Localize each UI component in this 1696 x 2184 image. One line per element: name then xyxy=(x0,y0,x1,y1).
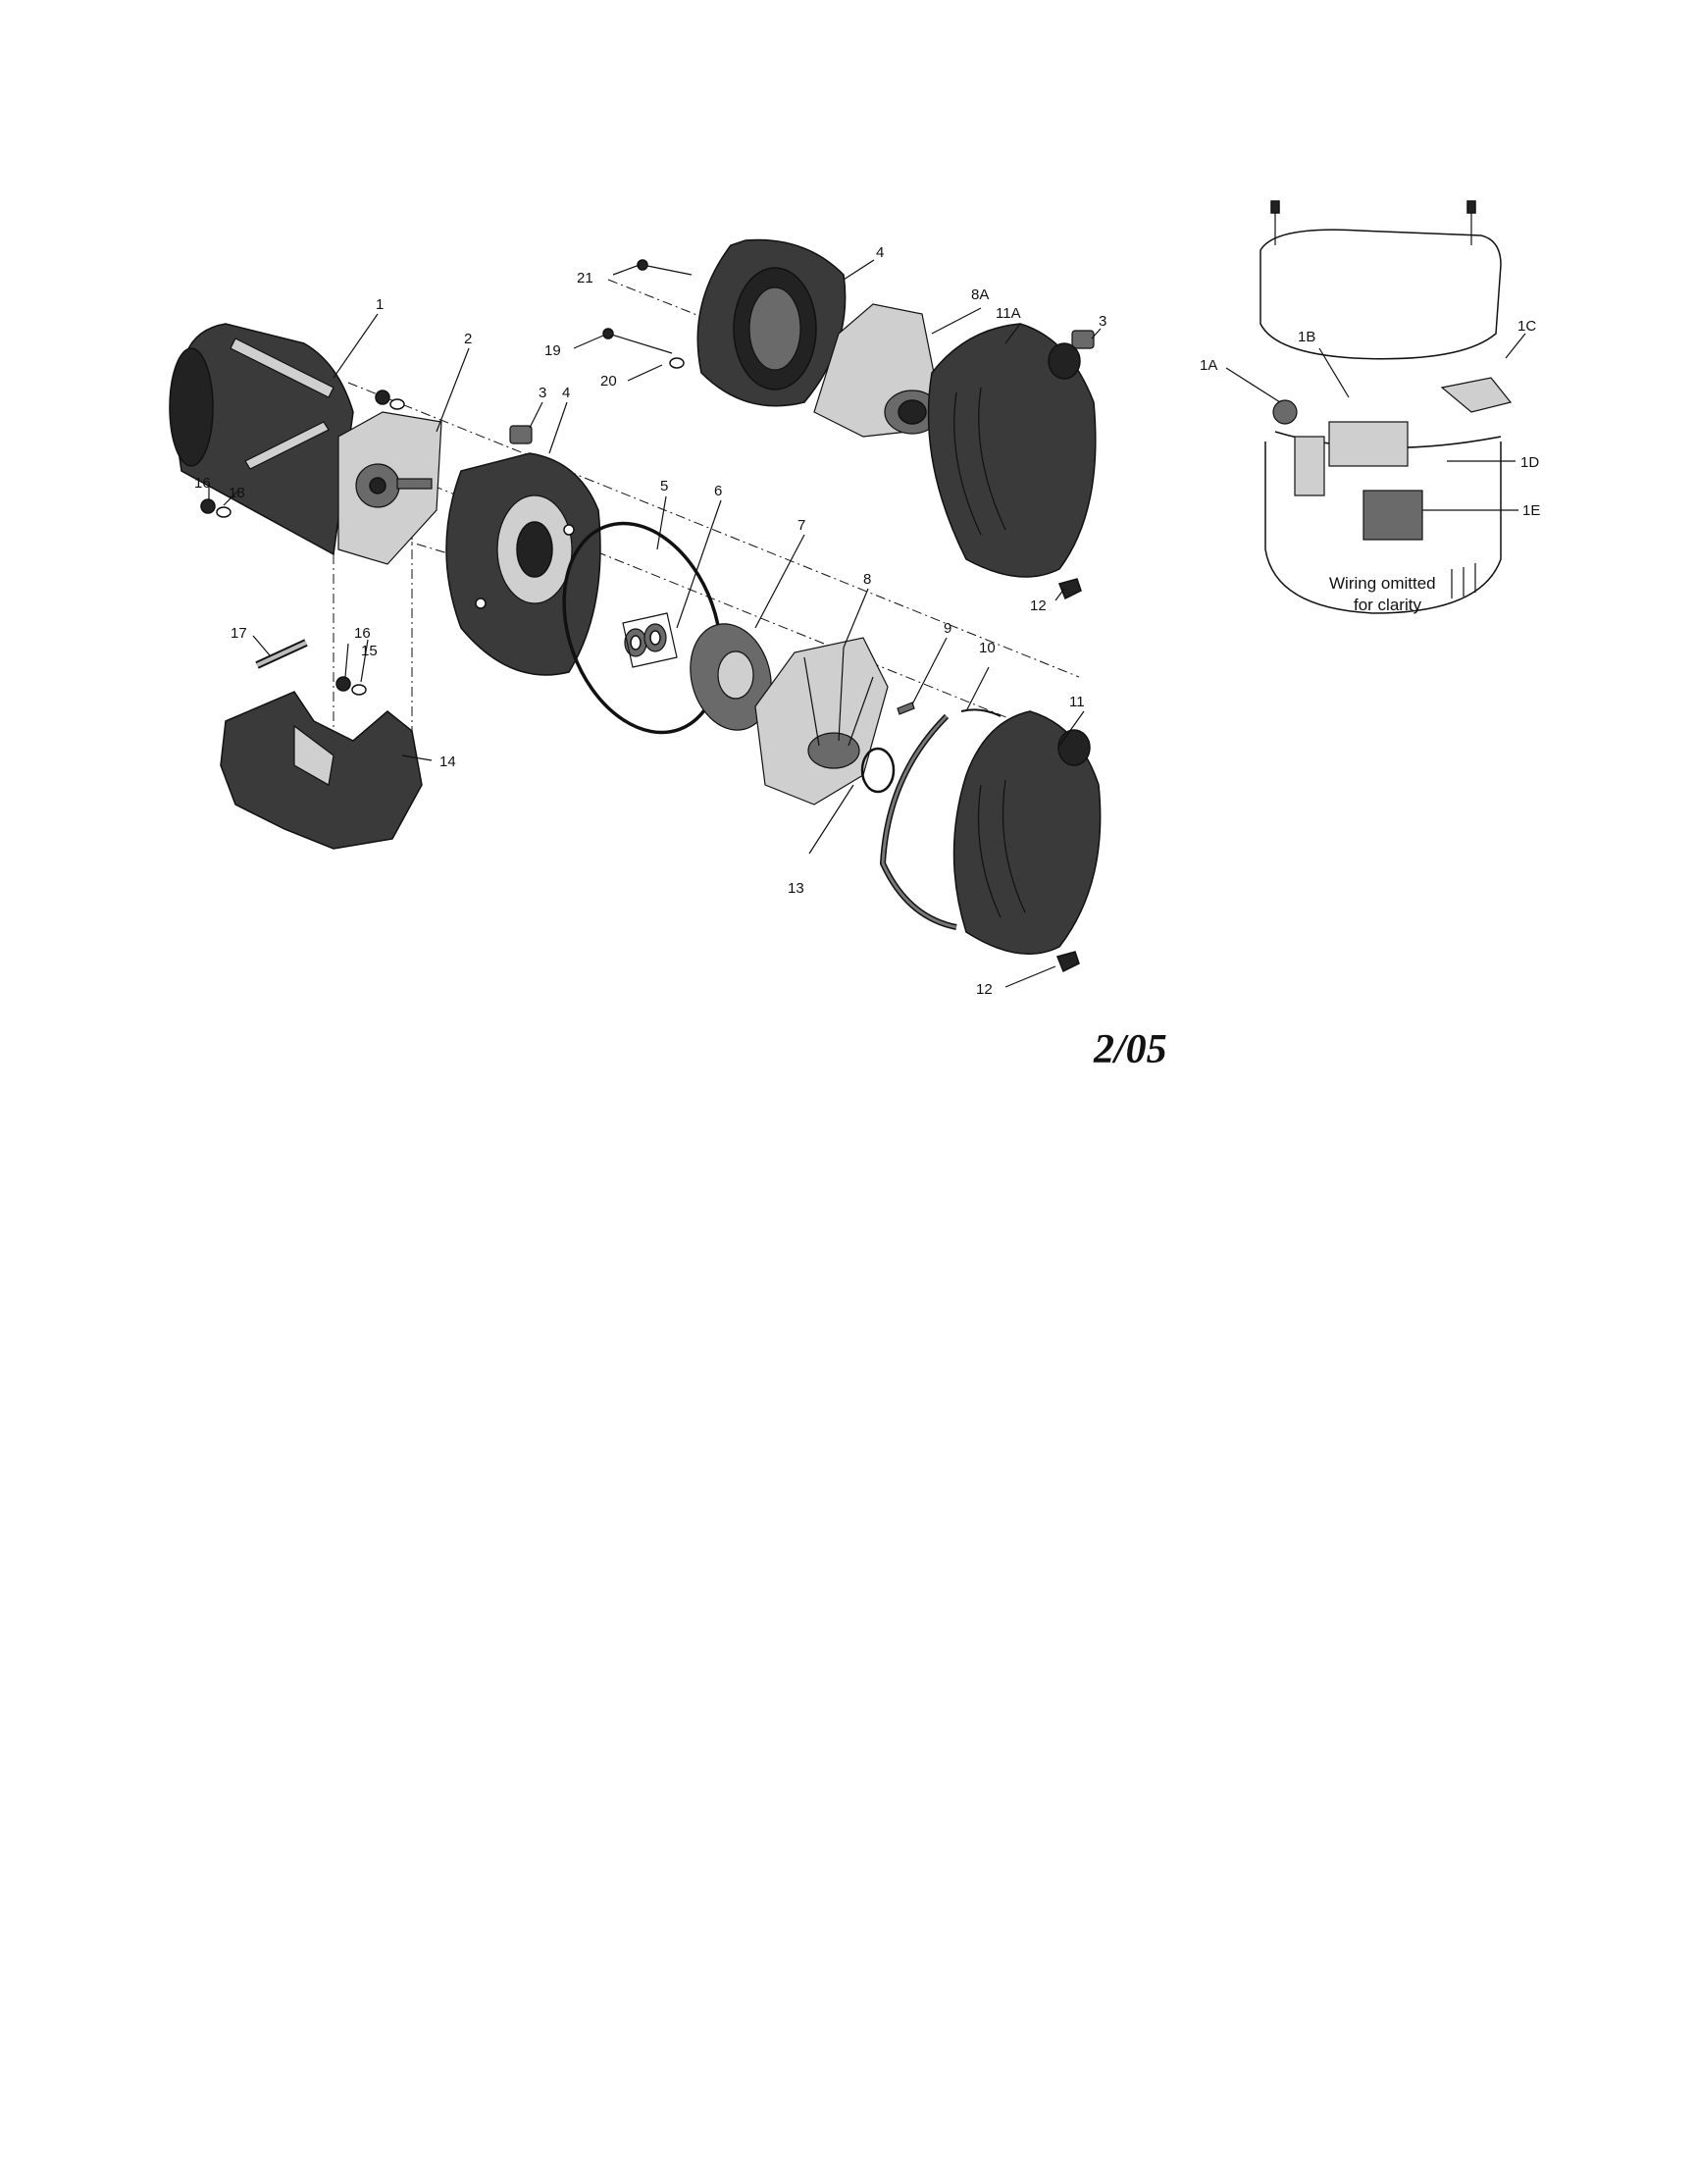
label-13: 13 xyxy=(788,880,804,897)
revision-date: 2/05 xyxy=(1093,1027,1167,1072)
diffuser-part xyxy=(754,637,889,806)
label-21: 21 xyxy=(577,270,593,286)
label-16-b: 16 xyxy=(354,625,371,642)
label-9: 9 xyxy=(944,620,951,637)
seal-plate-upper-part xyxy=(696,238,847,407)
label-2: 2 xyxy=(464,331,472,347)
label-12-a: 12 xyxy=(1030,598,1047,614)
clip-part xyxy=(255,639,308,669)
motor-end-plate-part xyxy=(337,411,442,565)
base-fasteners xyxy=(335,676,367,696)
bolt-parts xyxy=(602,259,693,369)
motor-fasteners xyxy=(200,390,405,518)
label-10: 10 xyxy=(979,640,996,656)
label-12-b: 12 xyxy=(976,981,993,998)
label-1E: 1E xyxy=(1522,502,1540,519)
screw-part xyxy=(897,702,915,715)
label-19: 19 xyxy=(544,342,561,359)
label-3-a: 3 xyxy=(539,385,546,401)
label-18: 18 xyxy=(229,485,245,501)
label-8A: 8A xyxy=(971,286,989,303)
wiring-note-line2: for clarity xyxy=(1354,596,1421,614)
clamp-ring-part xyxy=(879,708,1002,930)
seal-part xyxy=(622,612,678,668)
control-box-inset xyxy=(1259,200,1513,614)
label-20: 20 xyxy=(600,373,617,390)
o-ring-part xyxy=(562,521,723,735)
pump-body-part xyxy=(952,710,1102,956)
label-6: 6 xyxy=(714,483,722,499)
label-1B: 1B xyxy=(1298,329,1315,345)
label-7: 7 xyxy=(797,517,805,534)
label-4-a: 4 xyxy=(562,385,570,401)
label-1A: 1A xyxy=(1200,357,1217,374)
label-1: 1 xyxy=(376,296,384,313)
base-part xyxy=(220,691,423,850)
wiring-note: Wiring omitted for clarity xyxy=(1329,574,1436,614)
label-15: 15 xyxy=(361,643,378,659)
impeller-part xyxy=(690,623,772,731)
label-14: 14 xyxy=(439,754,456,770)
label-8: 8 xyxy=(863,571,871,588)
wiring-note-line1: Wiring omitted xyxy=(1329,574,1436,593)
label-11A: 11A xyxy=(996,305,1021,322)
label-16-a: 16 xyxy=(194,475,211,492)
motor-part xyxy=(169,323,354,556)
label-5: 5 xyxy=(660,478,668,494)
drain-plug-part xyxy=(509,330,1095,444)
seal-plate-part xyxy=(445,452,601,676)
leader-lines xyxy=(208,259,1526,988)
diffuser-upper-part xyxy=(813,303,941,438)
label-1D: 1D xyxy=(1520,454,1539,471)
pump-body-upper-part xyxy=(927,323,1097,578)
label-11: 11 xyxy=(1069,694,1085,710)
label-4-b: 4 xyxy=(876,244,884,261)
label-17: 17 xyxy=(231,625,247,642)
part-labels: 1 2 3 4 5 6 7 8 9 10 11 13 12 14 16 15 1… xyxy=(194,244,1540,998)
small-o-ring-part xyxy=(860,747,896,794)
drain-cock-part xyxy=(1055,578,1082,973)
label-1C: 1C xyxy=(1517,318,1536,335)
label-3-b: 3 xyxy=(1099,313,1106,330)
